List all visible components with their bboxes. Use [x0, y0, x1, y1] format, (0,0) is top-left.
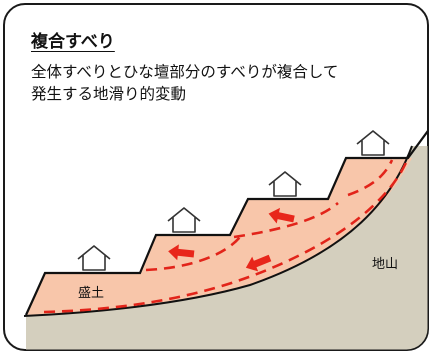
- description-line-2: 発生する地滑り的変動: [31, 85, 187, 103]
- slip-line-overall: [43, 157, 410, 314]
- natural-ground: [26, 146, 428, 350]
- diagram-title: 複合すべり: [31, 32, 115, 52]
- embankment-fill: [26, 158, 412, 315]
- arrow-icon: [168, 244, 195, 261]
- arrow-icon: [245, 254, 272, 272]
- house-icon: [167, 207, 201, 233]
- slip-line-upper-terrace: [347, 159, 394, 197]
- terrace-outline: [24, 119, 428, 316]
- arrow-icon: [268, 207, 295, 224]
- house-icon: [77, 245, 111, 271]
- ground-label: 地山: [372, 257, 398, 272]
- slip-line-middle-terrace: [233, 202, 339, 239]
- slip-line-lower-terrace: [145, 236, 241, 272]
- house-icon: [268, 171, 302, 197]
- ground-surface-line: [23, 145, 413, 317]
- description-line-1: 全体すべりとひな壇部分のすべりが複合して: [31, 63, 339, 81]
- diagram-description: 全体すべりとひな壇部分のすべりが複合して 発生する地滑り的変動: [31, 61, 421, 105]
- fill-label: 盛土: [78, 286, 104, 301]
- house-icon: [356, 130, 390, 156]
